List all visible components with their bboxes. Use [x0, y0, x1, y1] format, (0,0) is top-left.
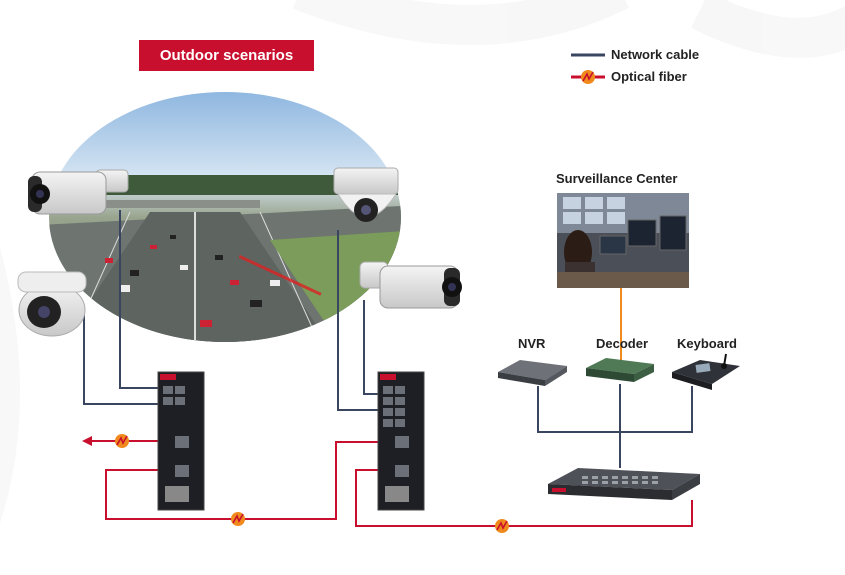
fiber-arrow-icon [82, 436, 92, 446]
fiber-icon [115, 434, 129, 448]
scenario-title: Outdoor scenarios [139, 40, 314, 71]
legend-network-cable-label: Network cable [611, 47, 700, 62]
nvr-icon [498, 360, 567, 386]
turret-camera-icon [17, 271, 87, 337]
industrial-switch-icon [377, 371, 425, 511]
decoder-label: Decoder [596, 336, 649, 351]
fiber-icon [231, 512, 245, 526]
keyboard-label: Keyboard [677, 336, 737, 351]
bullet-camera-icon [359, 261, 462, 309]
decoder-icon [586, 358, 654, 382]
dome-camera-icon [333, 167, 399, 222]
nvr-label: NVR [518, 336, 546, 351]
keyboard-icon [672, 353, 740, 390]
fiber-icon [581, 70, 595, 84]
bullet-camera-icon [28, 169, 129, 215]
network-cables [83, 210, 693, 468]
core-switch-icon [548, 468, 700, 500]
surveillance-center-label: Surveillance Center [556, 171, 678, 186]
fiber-icon [495, 519, 509, 533]
industrial-switch-icon [157, 371, 205, 511]
background-decoration [0, 0, 845, 520]
surveillance-center-photo [557, 193, 689, 288]
legend-optical-fiber-label: Optical fiber [611, 69, 687, 84]
